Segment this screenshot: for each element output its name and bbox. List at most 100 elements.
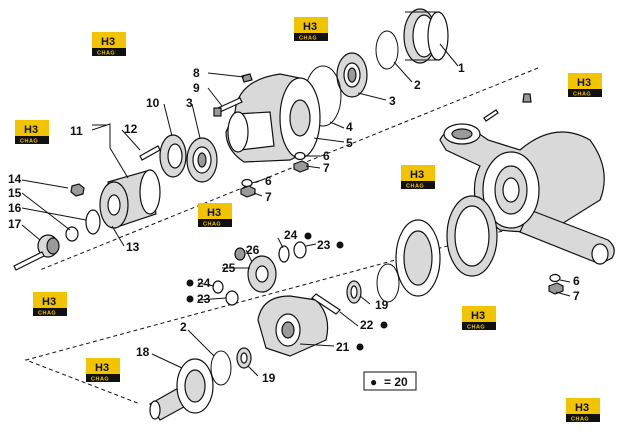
- kit-dot-icon: [186, 295, 194, 303]
- kit-dot-icon: [304, 232, 312, 240]
- logo-h3-icon: H3 CHAG: [86, 358, 120, 383]
- dashed-boundary-upper: [39, 67, 539, 271]
- part-23-washer-upper: [293, 241, 307, 259]
- label-part-19: 19: [262, 371, 276, 385]
- label-part-5: 5: [346, 136, 353, 150]
- label-part-16: 16: [8, 201, 22, 215]
- label-part-23: 23: [317, 238, 331, 252]
- logo-h3-icon: H3 CHAG: [198, 203, 232, 228]
- label-part-21: 21: [336, 340, 350, 354]
- svg-text:CHAG: CHAG: [97, 51, 115, 57]
- svg-text:CHAG: CHAG: [406, 184, 424, 190]
- svg-text:H3: H3: [577, 77, 591, 89]
- svg-text:CHAG: CHAG: [38, 311, 56, 317]
- part-2-snap-ring-right: [376, 263, 400, 303]
- part-21-planet-carrier: [257, 295, 329, 357]
- part-6-washer-c: [549, 273, 561, 283]
- svg-text:H3: H3: [42, 296, 56, 308]
- label-part-1: 1: [458, 61, 465, 75]
- logo-h3-icon: H3 CHAG: [294, 17, 328, 42]
- label-part-8: 8: [193, 66, 200, 80]
- logo-h3-icon: H3 CHAG: [462, 306, 496, 331]
- label-part-3: 3: [389, 94, 396, 108]
- kit-dot-icon: [380, 321, 388, 329]
- label-part-14: 14: [8, 172, 22, 186]
- label-part-7: 7: [573, 289, 580, 303]
- part-17-cap: [13, 234, 60, 271]
- label-part-24: 24: [284, 228, 298, 242]
- logo-h3-icon: H3 CHAG: [33, 292, 67, 317]
- svg-text:H3: H3: [24, 124, 38, 136]
- svg-text:H3: H3: [207, 207, 221, 219]
- label-part-3: 3: [186, 96, 193, 110]
- legend-text: = 20: [384, 375, 408, 389]
- label-part-15: 15: [8, 186, 22, 200]
- part-knuckle-bolt: [483, 109, 499, 122]
- part-number-labels: 1 2 3 4 5 6 7 6 7 8 9 10 3 11 12 13 14 1…: [8, 61, 580, 385]
- label-part-22: 22: [360, 318, 374, 332]
- part-knuckle-plug: [522, 93, 532, 103]
- svg-text:CHAG: CHAG: [91, 377, 109, 383]
- label-part-2: 2: [180, 320, 187, 334]
- part-7-nut-b: [240, 185, 256, 198]
- svg-text:H3: H3: [303, 21, 317, 33]
- svg-text:H3: H3: [410, 169, 424, 181]
- label-part-6: 6: [323, 149, 330, 163]
- label-part-7: 7: [323, 161, 330, 175]
- kit-dot-icon: [356, 343, 364, 351]
- part-16-washer-ring: [85, 209, 101, 235]
- logo-h3-icon: H3 CHAG: [92, 32, 126, 57]
- part-12-stud: [139, 145, 161, 161]
- part-9-bolt: [213, 97, 243, 117]
- label-part-9: 9: [193, 81, 200, 95]
- part-24-spacer-lower: [212, 280, 224, 294]
- leader-lines: [21, 43, 571, 377]
- legend-box: ● = 20: [363, 371, 417, 391]
- part-13-wheel-hub: [99, 169, 161, 229]
- svg-text:CHAG: CHAG: [299, 36, 317, 42]
- label-part-19: 19: [375, 298, 389, 312]
- part-15-washer: [65, 226, 79, 242]
- kit-dot-icon: [336, 241, 344, 249]
- part-1-needle-bearing: [403, 8, 449, 64]
- svg-text:H3: H3: [575, 402, 589, 414]
- label-part-24: 24: [197, 276, 211, 290]
- part-2-snap-ring-upper: [375, 30, 399, 70]
- svg-text:H3: H3: [101, 36, 115, 48]
- part-22-pin: [311, 293, 341, 315]
- label-part-23: 23: [197, 292, 211, 306]
- label-part-17: 17: [8, 217, 22, 231]
- part-5-hub-housing: [225, 73, 321, 163]
- kit-marker-dots: [186, 232, 388, 351]
- svg-text:CHAG: CHAG: [467, 325, 485, 331]
- logo-h3-icon: H3 CHAG: [15, 120, 49, 145]
- part-25-planet-gear: [247, 255, 277, 293]
- part-8-plug: [241, 73, 253, 83]
- label-part-2: 2: [414, 78, 421, 92]
- part-7-nut-a: [293, 160, 309, 173]
- dashed-boundary-lower: [24, 221, 537, 405]
- label-part-25: 25: [222, 261, 236, 275]
- label-part-6: 6: [265, 174, 272, 188]
- logo-h3-icon: H3 CHAG: [566, 398, 600, 423]
- svg-text:CHAG: CHAG: [203, 222, 221, 228]
- part-19-bearing-upper: [346, 280, 362, 304]
- label-part-7: 7: [265, 190, 272, 204]
- label-part-13: 13: [126, 240, 140, 254]
- label-part-10: 10: [146, 96, 160, 110]
- part-6-washer-a: [294, 151, 306, 161]
- part-24-spacer-upper: [278, 245, 290, 263]
- part-26-gear: [234, 247, 246, 261]
- part-7-nut-c: [548, 282, 564, 295]
- label-part-6: 6: [573, 274, 580, 288]
- part-6-washer-b: [241, 178, 253, 188]
- logo-h3-icon: H3 CHAG: [401, 165, 435, 190]
- legend-dot-icon: ●: [370, 375, 377, 389]
- label-part-12: 12: [124, 122, 138, 136]
- label-part-11: 11: [70, 124, 83, 138]
- svg-text:CHAG: CHAG: [20, 139, 38, 145]
- svg-text:H3: H3: [471, 310, 485, 322]
- svg-text:H3: H3: [95, 362, 109, 374]
